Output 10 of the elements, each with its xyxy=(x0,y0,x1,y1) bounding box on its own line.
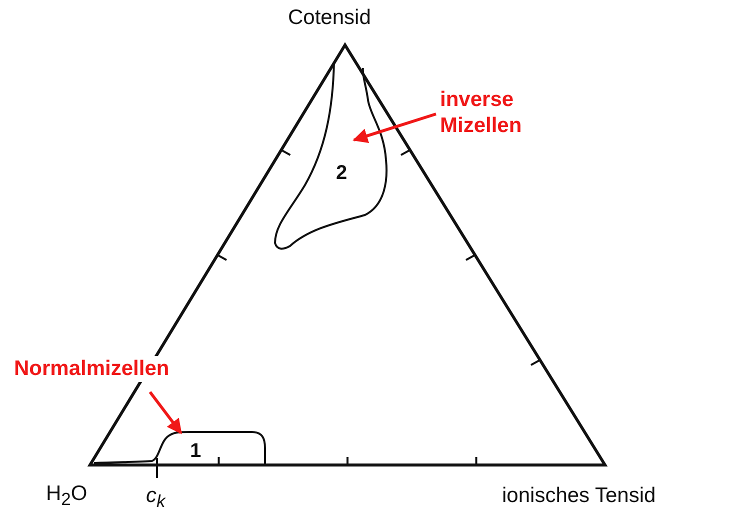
vertex-label: H$_{2}$O xyxy=(46,482,88,510)
region-number: 1 xyxy=(190,441,202,461)
region-number: 2 xyxy=(336,163,348,183)
vertex-label: ionisches Tensid xyxy=(502,484,656,508)
arrow xyxy=(148,391,182,434)
axis-symbol: c$_{k}$ xyxy=(146,484,166,512)
phase-region xyxy=(272,60,389,252)
vertex-label: Cotensid xyxy=(288,6,371,30)
arrow xyxy=(352,112,436,144)
callout-label: Normalmizellen xyxy=(14,356,170,382)
